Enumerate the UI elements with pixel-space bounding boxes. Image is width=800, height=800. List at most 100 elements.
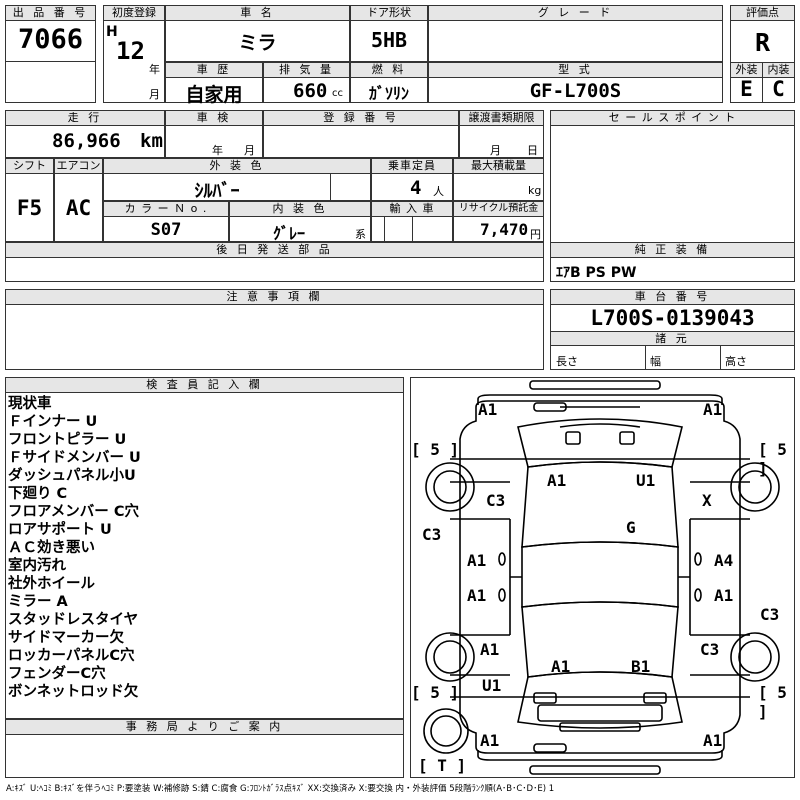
int-color-value: ｸﾞﾚｰ [272,224,305,243]
inspector-note: 室内汚れ [8,558,66,574]
legend-text: A:ｷｽﾞ U:ﾍｺﾐ B:ｷｽﾞを伴うﾍｺﾐ P:要塗装 W:補修跡 S:錆 … [6,784,555,794]
damage-mark: C3 [700,640,720,659]
score-int-value: C [772,77,785,101]
inspector-box [5,377,404,719]
first-reg-year: 12 [116,37,145,65]
spec-label: 諸 元 [550,331,795,346]
damage-mark: C3 [422,525,442,544]
inspector-note: ダッシュパネル小U [8,468,136,484]
aircon-value: AC [65,196,92,220]
damage-mark: U1 [636,471,656,490]
inspector-note: Ｆサイドメンバー U [8,450,141,466]
spec-length-label: 長さ [556,355,578,368]
capacity-unit: 人 [433,185,444,198]
inspection-year-unit: 年 [212,144,223,157]
chassis-number: L700S-0139043 [590,306,755,330]
inspector-note: フェンダーC穴 [8,666,106,682]
mileage-label: 走 行 [5,110,165,126]
genuine-value: ｴｱB PS PW [556,265,637,281]
lot-box [5,5,96,103]
color-no-label: カ ラ ー Ｎ o . [103,201,229,217]
inspector-note: ＡＣ効き悪い [8,540,95,556]
spec-height-label: 高さ [725,355,747,368]
damage-mark: A1 [703,400,723,419]
damage-mark: A1 [703,731,723,750]
recycle-label: リサイクル預託金 [453,201,544,217]
inspector-note: ミラー A [8,594,68,610]
damage-mark: A4 [714,551,734,570]
inspector-note: サイドマーカー欠 [8,630,124,646]
damage-mark: A1 [467,551,487,570]
transfer-day-unit: 日 [527,144,538,157]
first-reg-month-unit: 月 [149,88,160,101]
mileage-unit: km [140,130,163,152]
reg-no-label: 登 録 番 号 [263,110,459,126]
damage-mark: G [626,518,636,537]
genuine-label: 純 正 装 備 [550,242,795,258]
tire-front-left: [ 5 ] [411,440,460,459]
tire-rear-right: [ 5 ] [758,683,787,721]
aircon-label: エアコン [54,158,103,174]
capacity-value: 4 [410,177,422,199]
inspector-note: ボンネットロッド欠 [8,684,139,700]
car-outline [423,380,780,775]
capacity-label: 乗車定員 [371,158,453,174]
shift-value: F5 [16,196,43,220]
inspector-note: ロアサポート U [8,522,112,538]
damage-mark: A1 [480,731,500,750]
inspector-note: 現状車 [8,396,52,412]
damage-mark: A1 [467,586,487,605]
car-name-label: 車 名 [165,5,350,21]
inspector-note: ロッカーパネルC穴 [8,648,135,664]
damage-mark: A1 [480,640,500,659]
grade-label: グ レ ー ド [428,5,723,21]
max-load-unit: kg [528,184,542,197]
transfer-label: 譲渡書類期限 [459,110,544,126]
int-color-unit: 系 [355,228,366,241]
fuel-label: 燃 料 [350,62,428,78]
damage-mark: A1 [551,657,571,676]
score-ext-label: 外装 [730,62,763,78]
first-reg-era: H [106,24,118,40]
score-label: 評価点 [730,5,795,21]
score-int-label: 内装 [762,62,795,78]
later-parts-label: 後 日 発 送 部 品 [5,242,544,258]
damage-mark: C3 [486,491,506,510]
displacement-unit: cc [332,88,343,99]
inspector-note: フロントピラー U [8,432,127,448]
recycle-value: 7,470 [480,220,529,239]
car-name: ミラ [238,32,277,54]
caution-label: 注 意 事 項 欄 [5,289,544,305]
first-reg-year-unit: 年 [149,63,160,76]
max-load-label: 最大積載量 [453,158,544,174]
transfer-month-unit: 月 [490,144,501,157]
sales-point-label: セ ー ル ス ポ イ ン ト [550,110,795,126]
damage-mark: B1 [631,657,651,676]
inspector-note: 下廻り C [8,486,68,502]
chassis-label: 車 台 番 号 [550,289,795,305]
lot-label: 出 品 番 号 [5,5,96,21]
sales-point-box [550,110,795,256]
import-label: 輸 入 車 [371,201,453,217]
damage-diagram [410,377,795,778]
inspector-note: 社外ホイール [8,576,95,592]
mileage-value: 86,966 [52,130,121,152]
history-label: 車 歴 [165,62,263,78]
inspector-note: フロアメンバー C穴 [8,504,139,520]
inspector-note: スタッドレスタイヤ [8,612,139,628]
tire-spare: [ T ] [418,756,467,775]
fuel-value: ｶﾞｿﾘﾝ [368,84,409,103]
office-label: 事 務 局 よ り ご 案 内 [5,719,404,735]
ext-color-value: ｼﾙﾊﾞｰ [194,181,240,202]
first-reg-box [103,5,165,103]
int-color-label: 内 装 色 [229,201,371,217]
damage-mark: X [702,491,712,510]
first-reg-label: 初度登録 [103,5,165,21]
tire-rear-left: [ 5 ] [411,683,460,702]
displacement-value: 660 [293,80,328,102]
damage-mark: A1 [714,586,734,605]
damage-mark: A1 [478,400,498,419]
recycle-unit: 円 [530,228,541,241]
inspector-note: Ｆインナー U [8,414,98,430]
score-value: R [754,28,771,57]
